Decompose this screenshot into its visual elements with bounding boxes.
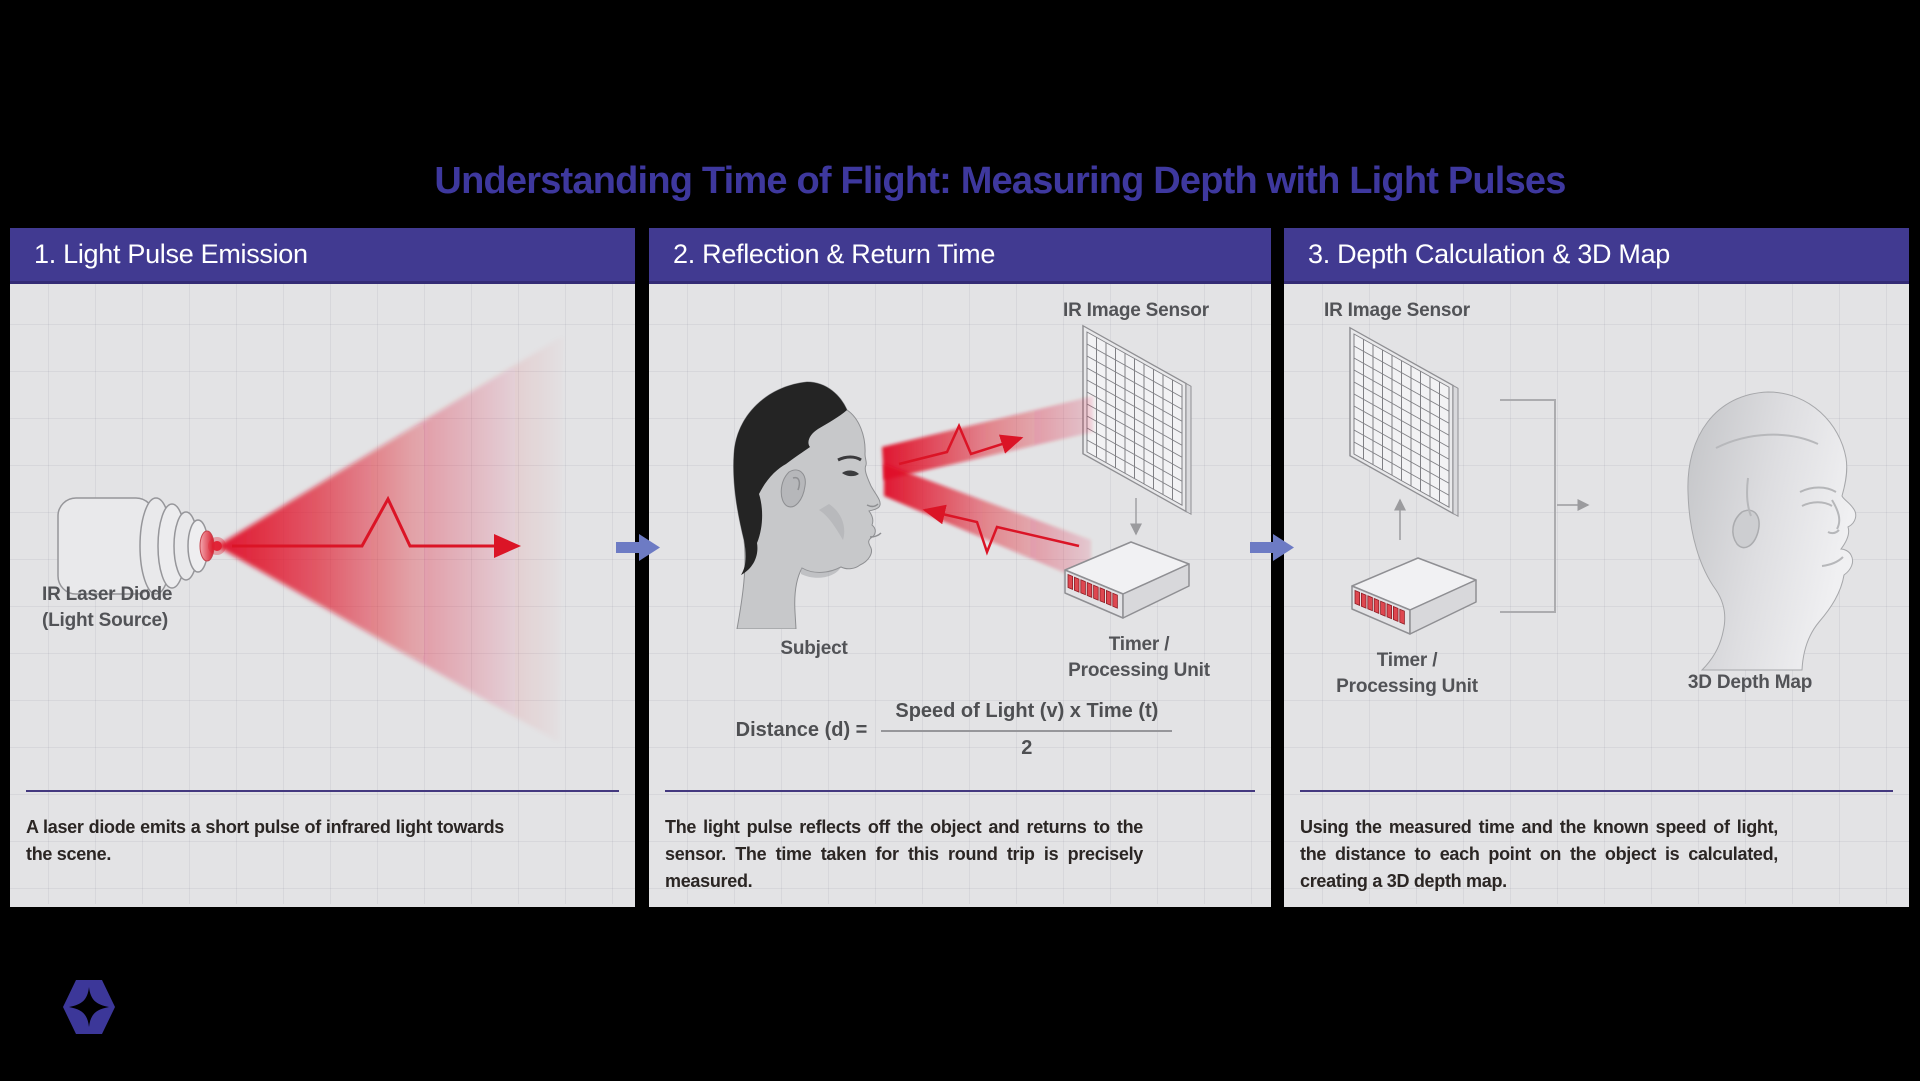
panel1-body: IR Laser Diode (Light Source) A laser di… [10, 284, 635, 904]
panel2-caption: The light pulse reflects off the object … [665, 817, 1143, 891]
panel-light-pulse-emission: 1. Light Pulse Emission [10, 228, 635, 907]
depth-map-head-icon [1687, 391, 1857, 671]
flow-arrow-icon [616, 534, 660, 561]
panel3-divider: Using the measured time and the known sp… [1300, 790, 1893, 895]
panel-reflection-return: 2. Reflection & Return Time IR Image Sen… [649, 228, 1271, 907]
page-title: Understanding Time of Flight: Measuring … [434, 160, 1566, 202]
sensor-label-p2: IR Image Sensor [1063, 300, 1209, 321]
incoming-pulse-icon [922, 504, 1080, 556]
reflection-beams-icon [882, 396, 1142, 584]
panel3-body: IR Image Sensor [1284, 284, 1909, 904]
panel3-header: 3. Depth Calculation & 3D Map [1284, 228, 1909, 284]
panel1-header: 1. Light Pulse Emission [10, 228, 635, 284]
formula-fraction: Speed of Light (v) x Time (t) 2 [881, 700, 1173, 760]
depth-map-label: 3D Depth Map [1687, 672, 1813, 693]
ir-sensor-icon [1082, 324, 1192, 516]
timer-unit-icon [1064, 541, 1190, 619]
timer-label-p3: Timer / Processing Unit [1336, 650, 1478, 697]
ir-sensor-icon [1349, 326, 1459, 518]
pulse-waveform-icon [232, 495, 521, 558]
distance-formula: Distance (d) = Speed of Light (v) x Time… [724, 700, 1184, 760]
logo-hexagon-icon [63, 980, 115, 1034]
subject-head-icon [733, 381, 882, 629]
diode-label: IR Laser Diode (Light Source) [42, 584, 173, 631]
led-strip-icon [1354, 589, 1405, 625]
led-strip-icon [1067, 573, 1118, 609]
panel-depth-calculation: 3. Depth Calculation & 3D Map IR Image S… [1284, 228, 1909, 907]
panel1-caption: A laser diode emits a short pulse of inf… [26, 817, 504, 864]
return-pulse-icon [898, 422, 1024, 466]
subject-label: Subject [780, 638, 848, 659]
laser-diode-icon [57, 497, 226, 595]
panel1-divider: A laser diode emits a short pulse of inf… [26, 790, 619, 868]
panel3-caption: Using the measured time and the known sp… [1300, 817, 1778, 891]
timer-unit-icon [1351, 557, 1477, 635]
flow-arrow-icon [1250, 534, 1294, 561]
formula-numerator: Speed of Light (v) x Time (t) [881, 700, 1173, 732]
light-cone-icon [217, 336, 563, 742]
panel2-header: 2. Reflection & Return Time [649, 228, 1271, 284]
bracket-connector [1394, 399, 1590, 613]
formula-denominator: 2 [1021, 737, 1033, 759]
panel2-divider: The light pulse reflects off the object … [665, 790, 1255, 895]
timer-label-p2: Timer / Processing Unit [1068, 634, 1210, 681]
panel2-body: IR Image Sensor [649, 284, 1271, 904]
sensor-label-p3: IR Image Sensor [1324, 300, 1470, 321]
formula-lhs: Distance (d) = [735, 718, 868, 741]
